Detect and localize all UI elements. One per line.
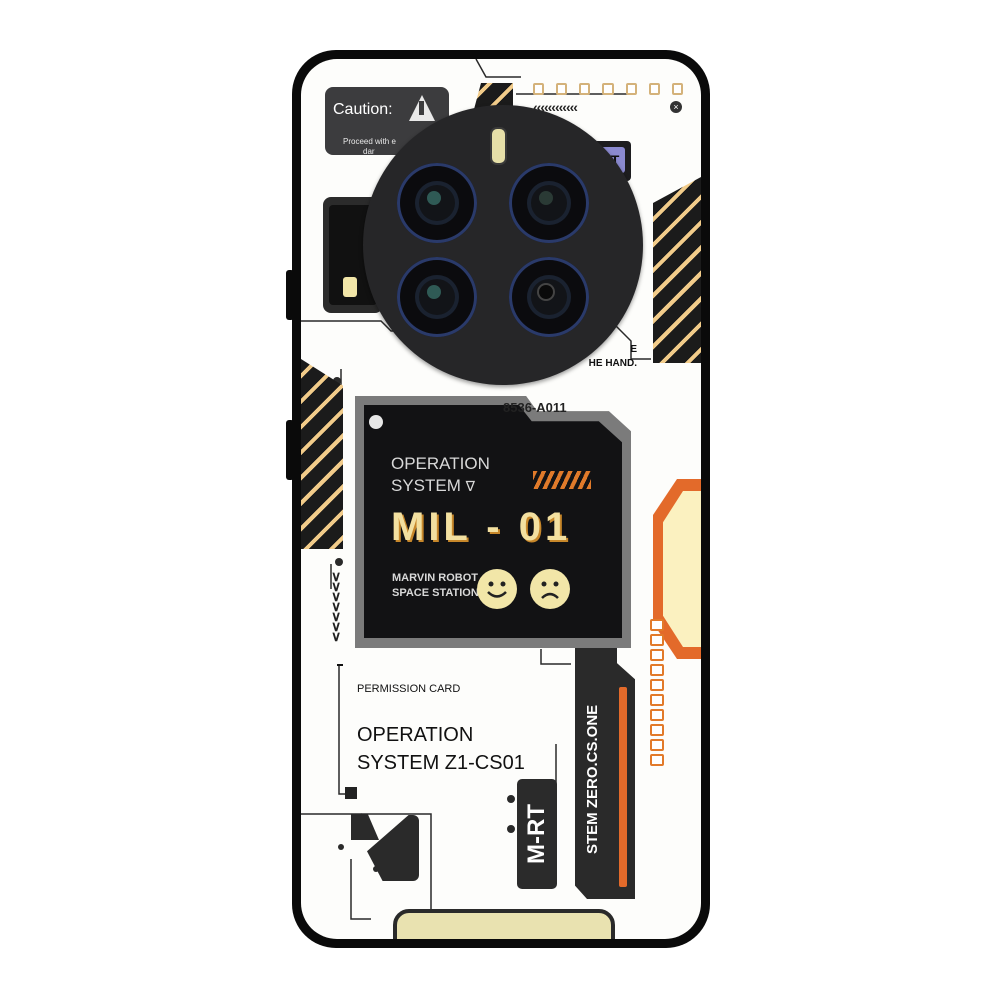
side-button-lower [286, 420, 294, 480]
close-icon: × [670, 101, 682, 113]
smiley-sad-icon [530, 569, 570, 609]
top-right-dots [533, 83, 683, 95]
left-hatch-panel [301, 359, 343, 549]
vertical-bar-text: STEM ZERO.CS.ONE [584, 704, 601, 854]
vertical-bar-stripe [619, 687, 627, 887]
camera-lens-bottom-right [509, 257, 589, 337]
caution-tag: Caution: Proceed with e dar [325, 87, 449, 156]
case-back: ‹‹‹‹‹‹‹‹‹‹‹‹ × Caution: Proceed with e d… [301, 59, 701, 939]
radiation-icon [369, 415, 383, 429]
orange-hatch-icon [533, 471, 591, 489]
warning-exclaim [419, 101, 424, 115]
camera-lens-bottom-left [397, 257, 477, 337]
smiley-happy-icon [477, 569, 517, 609]
model-name: MIL - 01 [391, 505, 572, 549]
side-button-upper [286, 270, 294, 320]
permission-label: PERMISSION CARD [357, 683, 461, 695]
mrt-tag: M-RT [517, 779, 557, 889]
chevron-down-icon: ∨∨∨∨∨∨∨ [331, 568, 342, 644]
mrt-tag-text: M-RT [523, 804, 550, 864]
camera-lens-top-right [509, 163, 589, 243]
orange-dot-column [650, 619, 664, 766]
camera-lens-top-left [397, 163, 477, 243]
gray-square [345, 787, 357, 799]
caution-body: Proceed with e dar [343, 137, 396, 156]
caution-title: Caution: [333, 101, 393, 118]
camera-flash [490, 127, 507, 165]
permission-bracket [337, 664, 343, 670]
bottom-yellow-tab [393, 909, 615, 939]
right-hatch-panel [653, 177, 701, 363]
screen-code: 8536-A011 [503, 400, 567, 415]
orange-octagon-inner [663, 491, 701, 647]
